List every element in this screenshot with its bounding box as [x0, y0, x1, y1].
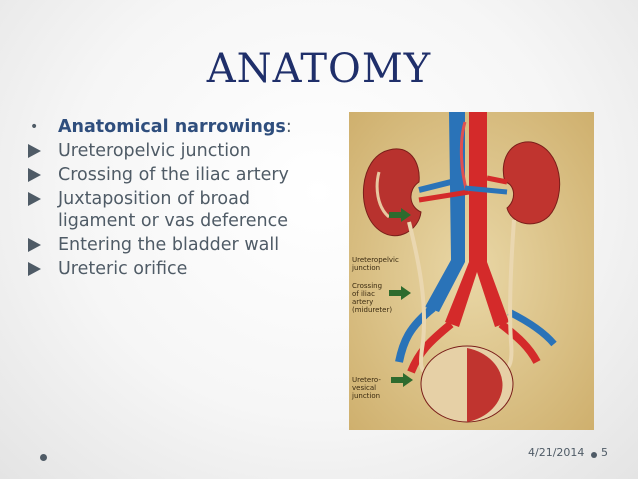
right-kidney	[502, 141, 561, 225]
arrow-bullet-icon	[28, 164, 50, 188]
list-item: Entering the bladder wall	[22, 234, 322, 256]
list-item: Crossing of the iliac artery	[22, 164, 322, 186]
aorta	[445, 112, 509, 327]
iliac-vein	[395, 304, 436, 363]
bullet-list: • Anatomical narrowings: Ureteropelvic j…	[22, 116, 322, 282]
renal-vein	[418, 179, 452, 193]
list-item-text: Juxtaposition of broad ligament or vas d…	[58, 189, 288, 231]
label-ureteropelvic-1: Ureteropelvic	[352, 256, 399, 264]
iliac-artery	[407, 320, 454, 374]
arrow-crossing-icon	[389, 286, 411, 300]
vena-cava	[425, 112, 465, 312]
arrow-ureteropelvic-icon	[389, 208, 411, 222]
arrow-bullet-icon	[28, 234, 50, 258]
list-item: Juxtaposition of broad ligament or vas d…	[22, 188, 322, 232]
arrow-bullet-icon	[28, 188, 50, 212]
list-item-text: Ureteropelvic junction	[58, 141, 251, 161]
bullet-dot-icon: •	[30, 119, 39, 135]
bladder-wall	[467, 348, 503, 422]
arrow-vesical-icon	[391, 373, 413, 387]
arrow-bullet-icon	[28, 258, 50, 282]
slide-title: ANATOMY	[206, 46, 432, 92]
label-vesical-1: Uretero-	[352, 376, 381, 384]
arrow-bullet-icon	[28, 140, 50, 164]
list-item: Ureteropelvic junction	[22, 140, 322, 162]
heading-text: Anatomical narrowings	[58, 117, 286, 137]
bullet-heading: • Anatomical narrowings:	[22, 116, 322, 138]
renal-vein-right	[464, 185, 508, 195]
page-number: 5	[601, 446, 608, 459]
renal-artery-right	[486, 175, 508, 185]
left-ureter	[407, 221, 430, 376]
label-vesical-3: junction	[351, 392, 380, 400]
left-kidney-pelvis	[375, 171, 391, 219]
footer-separator-dot-icon	[591, 452, 597, 458]
list-item: Ureteric orifice	[22, 258, 322, 280]
footer-date: 4/21/2014	[528, 446, 585, 459]
footer-dot-icon	[40, 454, 47, 461]
list-item-text: Entering the bladder wall	[58, 235, 280, 255]
renal-artery	[418, 189, 470, 203]
heading-colon: :	[285, 117, 292, 137]
list-item-text: Ureteric orifice	[58, 259, 188, 279]
iliac-vein-right	[507, 308, 557, 347]
label-vesical-2: vesical	[352, 384, 376, 392]
label-crossing-1: Crossing	[352, 282, 382, 290]
iliac-artery-right	[498, 320, 541, 364]
label-crossing-4: (midureter)	[352, 306, 392, 314]
label-crossing-3: artery	[352, 298, 373, 306]
label-ureteropelvic-2: junction	[351, 264, 380, 272]
urinary-anatomy-illustration: Ureteropelvic junction Crossing of iliac…	[349, 112, 594, 430]
list-item-text: Crossing of the iliac artery	[58, 165, 289, 185]
label-crossing-2: of iliac	[352, 290, 375, 298]
